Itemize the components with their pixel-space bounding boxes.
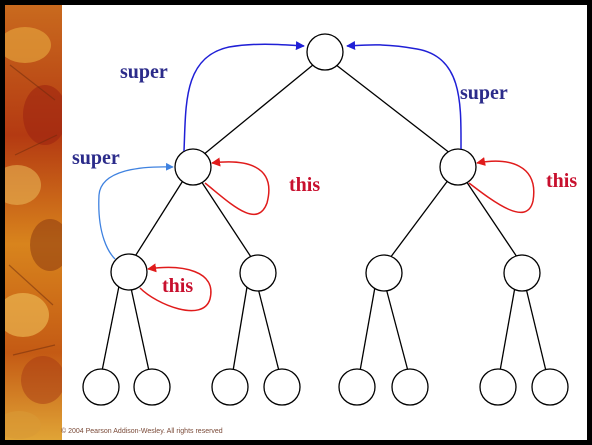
tree-edge (257, 287, 280, 372)
tree-edge (202, 59, 320, 156)
tree-node-leaf (263, 368, 301, 406)
tree-edge (133, 178, 185, 259)
leaf-background-image (5, 5, 62, 440)
super-arrow-right-to-root (346, 41, 462, 150)
this-loop-level1-right (468, 157, 535, 214)
class-hierarchy-tree (82, 33, 569, 406)
tree-edge (101, 285, 120, 372)
tree-edge (359, 286, 376, 372)
tree-node-level2 (365, 254, 403, 292)
tree-edge (130, 287, 150, 372)
tree-node-leaf (82, 368, 120, 406)
tree-edge (499, 286, 516, 372)
tree-edge (525, 287, 547, 372)
tree-edges (101, 59, 547, 372)
tree-edge (389, 178, 450, 259)
tree-node-level2 (110, 253, 148, 291)
tree-node-leaf (479, 368, 517, 406)
tree-node-level1-left (174, 148, 212, 186)
this-label-level2-left: this (162, 275, 194, 297)
tree-node-leaf (133, 368, 171, 406)
tree-node-leaf (531, 368, 569, 406)
this-loop-level1-left (204, 157, 270, 216)
super-label-top-right: super (460, 82, 508, 104)
tree-node-level2 (239, 254, 277, 292)
tree-node-leaf (211, 368, 249, 406)
tree-node-leaf (338, 368, 376, 406)
tree-edge (465, 180, 518, 258)
tree-edge (232, 286, 248, 372)
this-loop-level2-left (139, 263, 212, 312)
tree-edge (330, 60, 456, 158)
tree-node-level2 (503, 254, 541, 292)
tree-node-root (306, 33, 344, 71)
tree-nodes (82, 33, 569, 406)
super-label-top-left: super (120, 61, 168, 83)
copyright-footer: © 2004 Pearson Addison-Wesley. All right… (61, 428, 223, 435)
super-arrow-left-to-root (183, 41, 305, 152)
super-label-mid-left: super (72, 147, 120, 169)
slide: super super super this this this © 2004 … (5, 5, 587, 440)
this-label-level1-left: this (289, 174, 321, 196)
tree-node-level1-right (439, 148, 477, 186)
tree-node-leaf (391, 368, 429, 406)
tree-edge (385, 287, 409, 372)
super-arrow-level2-to-left (98, 162, 174, 260)
this-label-level1-right: this (546, 170, 578, 192)
tree-edge (200, 180, 252, 258)
